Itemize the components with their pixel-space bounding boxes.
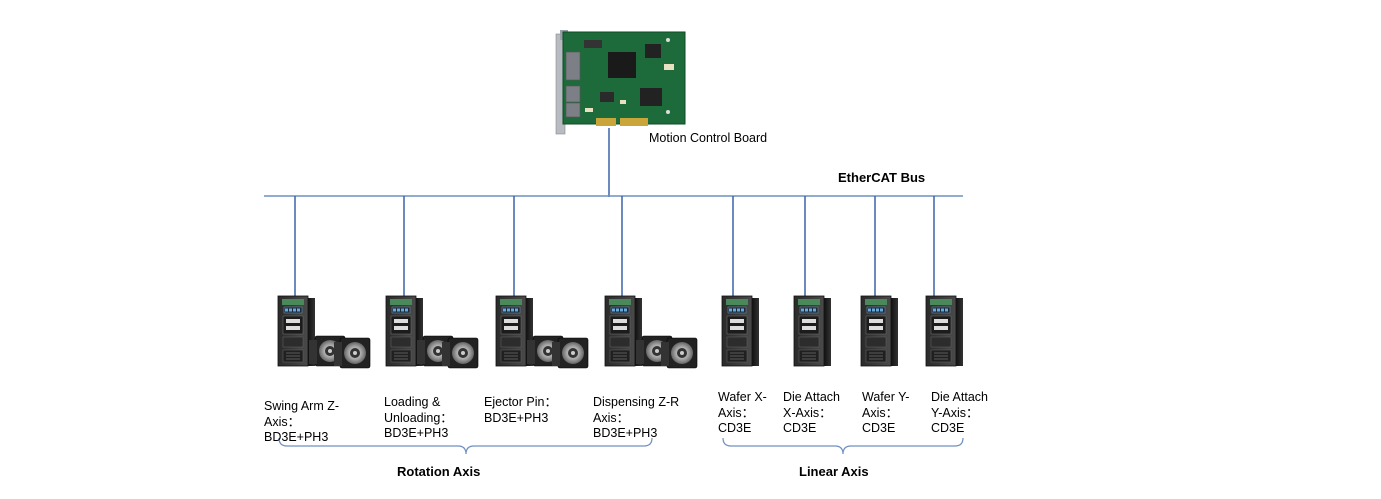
rotation-axis-brace [278, 437, 653, 455]
linear-axis-brace [722, 437, 964, 455]
drive-label-die-attach-y: Die Attach Y-Axis： CD3E [931, 390, 988, 435]
drive-ejector-pin-image [495, 295, 589, 369]
linear-axis-label: Linear Axis [799, 464, 869, 479]
drive-label-loading-unloading: Loading & Unloading： BD3E+PH3 [384, 395, 453, 440]
drive-label-wafer-y: Wafer Y- Axis： CD3E [862, 390, 910, 435]
drive-wafer-y-image [860, 295, 899, 367]
drive-die-attach-x-image [793, 295, 832, 367]
drive-label-ejector-pin: Ejector Pin： BD3E+PH3 [484, 395, 557, 425]
drive-label-dispensing-z-r: Dispensing Z-R Axis： BD3E+PH3 [593, 395, 680, 440]
drive-label-wafer-x: Wafer X- Axis： CD3E [718, 390, 767, 435]
drive-dispensing-z-r-image [604, 295, 698, 369]
drive-die-attach-y-image [925, 295, 964, 367]
bus-label: EtherCAT Bus [838, 170, 926, 185]
drive-loading-unloading-image [385, 295, 479, 369]
drive-swing-arm-z-image [277, 295, 371, 369]
drive-label-die-attach-x: Die Attach X-Axis： CD3E [783, 390, 840, 435]
motion-control-board-image [555, 30, 686, 135]
board-label: Motion Control Board [649, 131, 768, 145]
drive-wafer-x-image [721, 295, 760, 367]
drive-label-swing-arm-z: Swing Arm Z- Axis： BD3E+PH3 [264, 399, 340, 444]
rotation-axis-label: Rotation Axis [397, 464, 481, 479]
bus-drop-lines [294, 196, 935, 296]
